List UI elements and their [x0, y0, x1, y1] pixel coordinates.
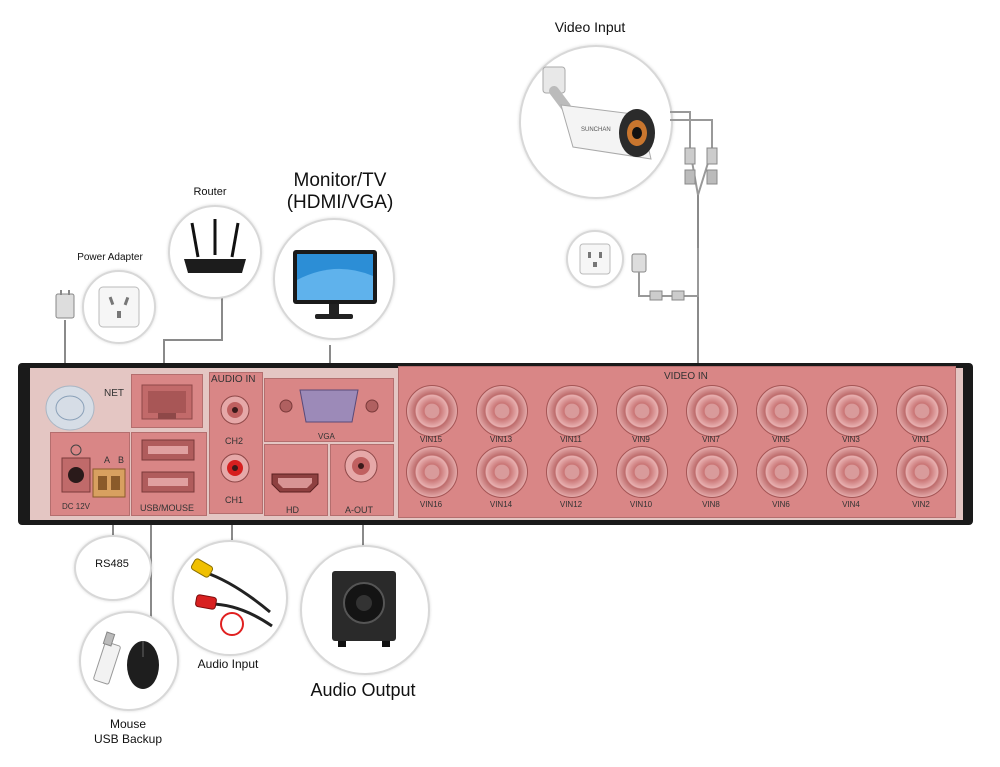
- ch2-label: CH2: [225, 436, 244, 446]
- usb-mouse-label: USB/MOUSE: [140, 503, 195, 513]
- vin7-label: VIN7: [702, 435, 720, 444]
- bnc-vin4[interactable]: [826, 446, 878, 498]
- ethernet-port-icon[interactable]: [132, 375, 202, 427]
- wire-audio-in: [231, 518, 233, 540]
- vin8-label: VIN8: [702, 500, 720, 509]
- wire-power: [64, 320, 66, 368]
- audio-out-jack-icon[interactable]: [343, 448, 379, 484]
- monitor-circle: [273, 218, 395, 340]
- usb-backup-label: USB Backup: [93, 732, 163, 746]
- bnc-vin11[interactable]: [546, 385, 598, 437]
- bnc-vin6[interactable]: [756, 446, 808, 498]
- vin10-label: VIN10: [629, 500, 653, 509]
- camera-power-socket-circle: [566, 230, 624, 288]
- bnc-vin12[interactable]: [546, 446, 598, 498]
- audio-input-label: Audio Input: [197, 657, 259, 671]
- rs485-a-label: A: [104, 455, 111, 465]
- mouse-usb-icon: [93, 631, 159, 689]
- camera-cable-icon: [670, 111, 718, 196]
- bnc-vin13[interactable]: [476, 385, 528, 437]
- router-icon: [184, 219, 246, 273]
- router-label: Router: [193, 186, 227, 198]
- power-socket-icon: [98, 286, 140, 328]
- vin9-label: VIN9: [632, 435, 650, 444]
- vin16-label: VIN16: [419, 500, 443, 509]
- vin6-label: VIN6: [772, 500, 790, 509]
- speaker-icon: [332, 571, 396, 647]
- bnc-vin15[interactable]: [406, 385, 458, 437]
- rca-cable-icon: [190, 558, 273, 636]
- dc-power-jack-icon[interactable]: [58, 442, 94, 498]
- bnc-vin5[interactable]: [756, 385, 808, 437]
- hd-label: HD: [286, 505, 299, 515]
- usb-port-icon[interactable]: [140, 470, 196, 494]
- bnc-vin9[interactable]: [616, 385, 668, 437]
- certification-sticker-icon: [45, 385, 95, 431]
- vin11-label: VIN11: [560, 435, 582, 444]
- net-port-area: [131, 374, 203, 428]
- vin14-label: VIN14: [489, 500, 513, 509]
- camera-circle: SUNCHAN: [519, 45, 673, 199]
- vga-port-icon[interactable]: [276, 384, 382, 430]
- vin4-label: VIN4: [842, 500, 860, 509]
- camera-adapter-icon: [631, 248, 699, 301]
- video-in-label: VIDEO IN: [664, 371, 708, 382]
- wire-audio-out: [362, 518, 364, 548]
- bnc-vin1[interactable]: [896, 385, 948, 437]
- power-adapter-label: Power Adapter: [77, 252, 143, 263]
- wire-router-h: [163, 339, 223, 341]
- mouse-circle: [79, 611, 179, 711]
- vin13-label: VIN13: [489, 435, 513, 444]
- monitor-sub-label: (HDMI/VGA): [286, 192, 394, 213]
- dc-label: DC 12V: [62, 502, 91, 511]
- audio-input-circle: [172, 540, 288, 656]
- power-plug-icon: [55, 290, 75, 319]
- bnc-vin10[interactable]: [616, 446, 668, 498]
- rs485-b-label: B: [118, 455, 125, 465]
- bnc-vin16[interactable]: [406, 446, 458, 498]
- audio-output-label: Audio Output: [310, 680, 416, 700]
- vin5-label: VIN5: [772, 435, 790, 444]
- audio-in-label: AUDIO IN: [211, 374, 256, 385]
- camera-brand: SUNCHAN: [581, 127, 611, 133]
- vin2-label: VIN2: [912, 500, 930, 509]
- wire-router-v: [221, 262, 223, 340]
- monitor-label: Monitor/TV: [293, 170, 387, 191]
- net-label: NET: [104, 388, 124, 399]
- rca-jack-ch1-icon[interactable]: [219, 452, 251, 484]
- video-input-label: Video Input: [554, 19, 626, 35]
- vin3-label: VIN3: [842, 435, 860, 444]
- power-adapter-circle: [82, 270, 156, 344]
- rca-jack-ch2-icon[interactable]: [219, 394, 251, 426]
- monitor-icon: [293, 250, 377, 319]
- mouse-label: Mouse: [109, 717, 147, 731]
- bnc-vin7[interactable]: [686, 385, 738, 437]
- wire-router-v2: [163, 339, 165, 371]
- bnc-vin8[interactable]: [686, 446, 738, 498]
- rs485-terminal-icon[interactable]: [92, 468, 126, 498]
- vin15-label: VIN15: [419, 435, 443, 444]
- router-circle: [168, 205, 262, 299]
- camera-icon: SUNCHAN: [542, 66, 655, 160]
- bnc-vin3[interactable]: [826, 385, 878, 437]
- vin12-label: VIN12: [559, 500, 583, 509]
- bnc-vin2[interactable]: [896, 446, 948, 498]
- ch1-label: CH1: [225, 495, 244, 505]
- vga-label: VGA: [318, 432, 335, 441]
- power-socket-icon: [579, 243, 611, 275]
- vin1-label: VIN1: [912, 435, 930, 444]
- a-out-label: A-OUT: [345, 505, 373, 515]
- rs485-label: RS485: [95, 558, 129, 570]
- rs485-circle: [74, 535, 152, 601]
- audio-output-circle: [300, 545, 430, 675]
- hdmi-port-icon[interactable]: [270, 470, 320, 496]
- bnc-vin14[interactable]: [476, 446, 528, 498]
- usb-port-icon[interactable]: [140, 438, 196, 462]
- wire-rs485: [112, 515, 114, 537]
- wire-monitor: [329, 345, 331, 367]
